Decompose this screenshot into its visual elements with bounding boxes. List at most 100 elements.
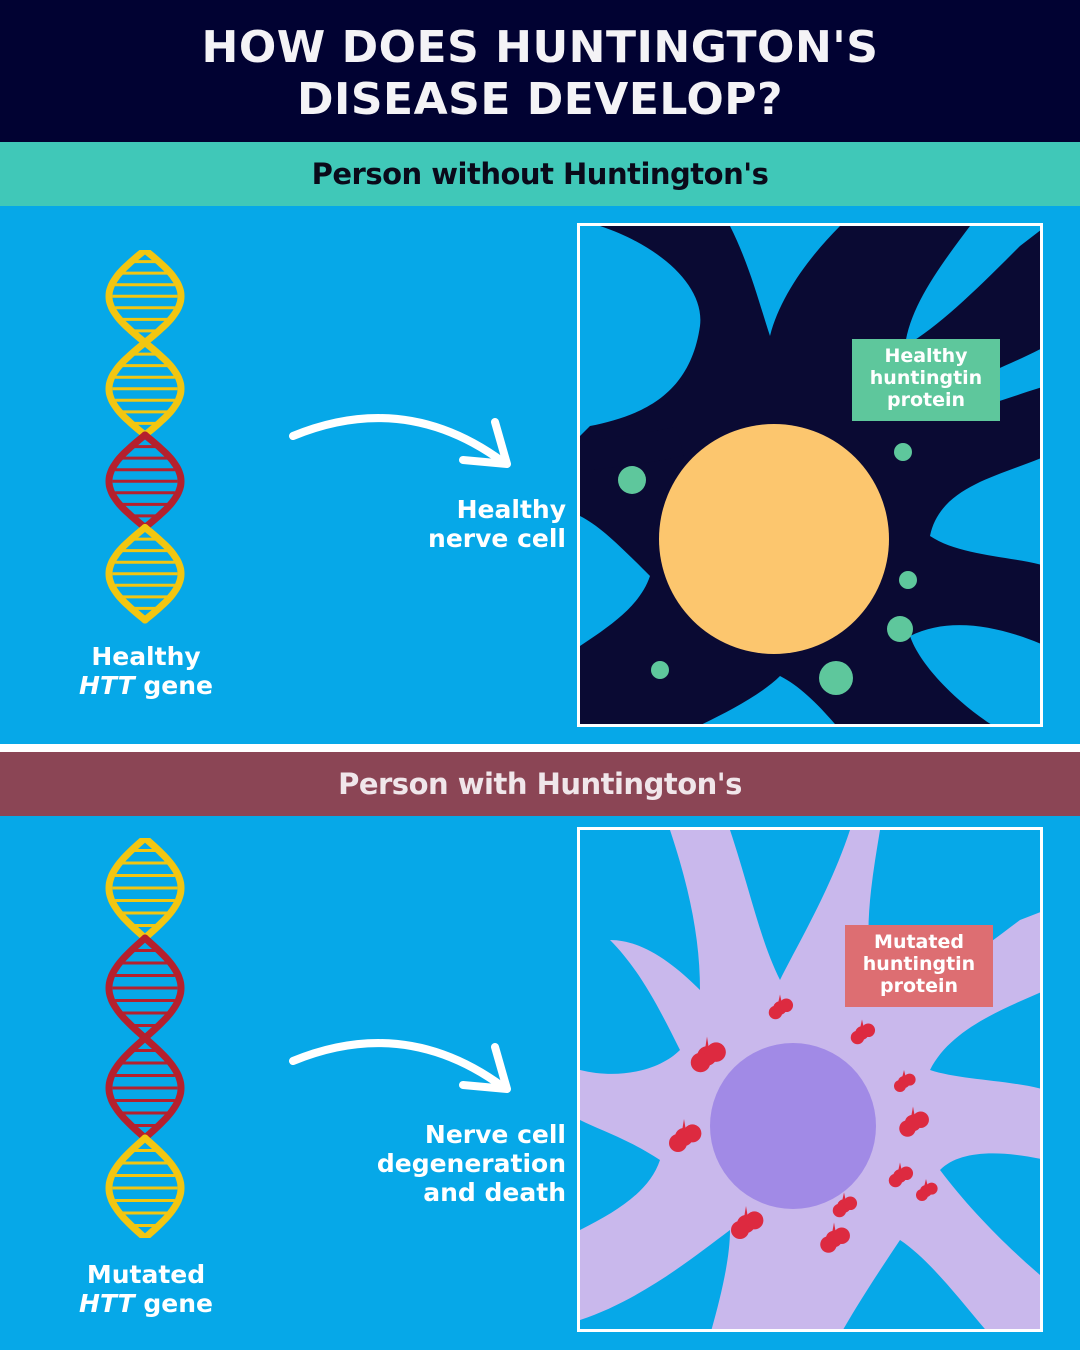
mutated-protein-spike (842, 1192, 846, 1202)
disease-section-label: Person with Huntington's (338, 767, 742, 801)
mutated-protein-blob (916, 1189, 928, 1201)
dna-strand (141, 431, 185, 531)
dna-strand (141, 838, 185, 942)
mutated-protein-blob (888, 1173, 903, 1188)
mutated-protein-blob (833, 1227, 850, 1244)
title-bar (0, 0, 1080, 142)
mutated-protein-cluster (731, 1206, 764, 1239)
mutated-protein-blob (690, 1052, 711, 1073)
dna-strand (105, 524, 149, 624)
mutated-protein-blob (850, 1030, 865, 1045)
mutated-protein-cluster (894, 1070, 916, 1092)
mutated-protein-tag-line3: protein (879, 975, 959, 997)
mutated-protein-cluster (669, 1119, 702, 1152)
dna-strand (105, 934, 149, 1042)
mutated-protein-blob (861, 1023, 876, 1038)
healthy-protein-tag-line3: protein (886, 389, 966, 411)
healthy-protein-tag: Healthy huntingtin protein (852, 339, 1000, 421)
mutated-protein-blob (925, 1182, 938, 1195)
mutated-gene-italic: HTT (79, 1289, 135, 1318)
dna-strand (141, 934, 185, 1042)
dna-strand (105, 1134, 149, 1238)
dna-strand (141, 1034, 185, 1142)
mutated-protein-blob (903, 1073, 916, 1086)
mutated-protein-cluster (768, 994, 794, 1020)
dna-strand (105, 1034, 149, 1142)
degeneration-label-line2: degeneration (376, 1149, 566, 1178)
mutated-protein-blob (745, 1211, 764, 1230)
healthy-protein-tag-line1: Healthy (884, 345, 968, 367)
mutated-protein-tag-line1: Mutated (874, 931, 964, 953)
mutated-protein-spike (682, 1119, 686, 1131)
healthy-dna-helix-icon (105, 250, 185, 624)
section-divider (0, 744, 1080, 752)
dna-strand (141, 339, 185, 439)
mutated-protein-spike (898, 1162, 902, 1172)
healthy-gene-label-line2: HTT gene (60, 671, 232, 700)
mutated-protein-cluster (916, 1179, 938, 1201)
healthy-gene-rest: gene (134, 671, 213, 700)
degeneration-label: Nerve cell degeneration and death (330, 1120, 566, 1207)
title-line-1: HOW DOES HUNTINGTON'S (201, 22, 879, 73)
healthy-gene-italic: HTT (79, 671, 135, 700)
dna-strand (105, 250, 149, 346)
dna-strand (141, 250, 185, 346)
degeneration-label-line1: Nerve cell (424, 1120, 566, 1149)
diseased-nerve-cell-panel (577, 827, 1043, 1332)
mutated-protein-cluster (820, 1222, 850, 1253)
mutated-protein-spike (924, 1179, 928, 1187)
healthy-nerve-cell-panel (577, 223, 1043, 727)
healthy-cell-label: Healthy nerve cell (380, 495, 566, 553)
healthy-gene-label-line1: Healthy (91, 642, 201, 671)
mutated-protein-blob (832, 1203, 847, 1218)
mutated-protein-spike (902, 1070, 906, 1078)
mutated-protein-clusters (669, 994, 938, 1253)
mutated-protein-cluster (850, 1019, 876, 1045)
healthy-section-label: Person without Huntington's (311, 157, 769, 191)
mutated-protein-tag: Mutated huntingtin protein (845, 925, 993, 1007)
mutated-protein-cluster (690, 1036, 726, 1073)
mutated-protein-blob (683, 1124, 702, 1143)
dna-strand (105, 431, 149, 531)
healthy-gene-label: Healthy HTT gene (60, 642, 232, 700)
disease-section-band: Person with Huntington's (0, 752, 1080, 816)
mutated-dna-helix-icon (105, 838, 185, 1238)
dna-strand (105, 339, 149, 439)
mutated-gene-rest: gene (134, 1289, 213, 1318)
mutated-protein-blob (779, 998, 794, 1013)
mutated-protein-blob (912, 1111, 929, 1128)
title-line-2: DISEASE DEVELOP? (296, 74, 784, 125)
mutated-protein-tag-line2: huntingtin (862, 953, 976, 975)
diseased-nerve-cell-illustration (580, 830, 1040, 1329)
mutated-protein-blob (843, 1196, 858, 1211)
degeneration-label-line3: and death (423, 1178, 566, 1207)
mutated-protein-spike (832, 1222, 836, 1234)
dna-strand (141, 524, 185, 624)
mutated-protein-blob (820, 1236, 837, 1253)
mutated-protein-blob (669, 1134, 687, 1152)
mutated-protein-blob (768, 1005, 783, 1020)
mutated-protein-blob (706, 1042, 726, 1062)
mutated-protein-spike (911, 1106, 915, 1118)
mutated-protein-spike (705, 1036, 709, 1050)
mutated-protein-blob (899, 1166, 914, 1181)
mutated-gene-label-line2: HTT gene (60, 1289, 232, 1318)
mutated-protein-blob (894, 1080, 906, 1092)
mutated-gene-label: Mutated HTT gene (60, 1260, 232, 1318)
dna-strand (141, 1134, 185, 1238)
mutated-protein-cluster (888, 1162, 914, 1188)
healthy-curved-arrow-icon (289, 414, 511, 468)
mutated-protein-spike (744, 1206, 748, 1218)
healthy-nerve-cell-illustration (580, 226, 1040, 724)
page-title: HOW DOES HUNTINGTON'S DISEASE DEVELOP? (0, 22, 1080, 126)
dna-strand (105, 838, 149, 942)
mutated-protein-cluster (899, 1106, 929, 1137)
healthy-cell-label-line2: nerve cell (428, 524, 566, 553)
mutated-protein-cluster (832, 1192, 858, 1218)
healthy-cell-label-line1: Healthy (456, 495, 566, 524)
mutated-protein-blob (899, 1120, 916, 1137)
healthy-protein-tag-line2: huntingtin (869, 367, 983, 389)
healthy-section-band: Person without Huntington's (0, 142, 1080, 206)
mutated-gene-label-line1: Mutated (86, 1260, 206, 1289)
mutated-protein-blob (731, 1221, 749, 1239)
